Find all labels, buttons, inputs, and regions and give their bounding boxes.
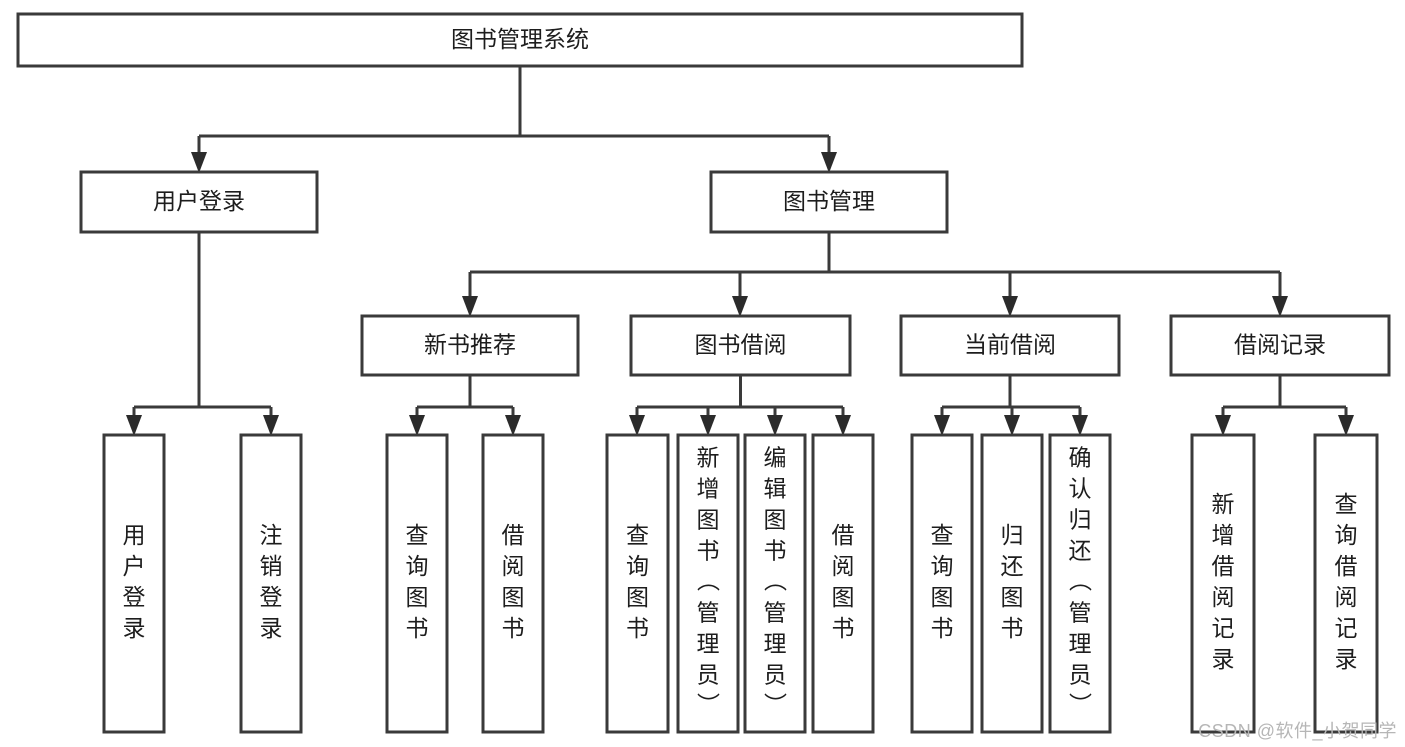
arrow-head-icon [126,415,142,436]
node-label-leaf-query-book-b: 查询图书 [626,522,649,641]
node-box-leaf-add-book[interactable] [676,433,740,734]
node-label-user-login: 用户登录 [153,188,245,214]
node-label-current-borrow: 当前借阅 [964,332,1056,358]
node-box-leaf-query-book-b[interactable] [605,433,670,734]
node-label-leaf-user-login: 用户登录 [123,522,146,641]
node-label-leaf-borrow-book-b: 借阅图书 [832,522,855,641]
node-label-leaf-query-book-a: 查询图书 [406,522,429,641]
node-leaf-return-book[interactable]: 归还图书 [980,433,1044,734]
node-box-leaf-query-book-c[interactable] [910,433,974,734]
node-box-book-borrow[interactable] [629,314,852,377]
connector-group-userlogin-to-leaves [126,232,279,436]
node-box-leaf-confirm-return[interactable] [1048,433,1112,734]
node-leaf-borrow-book-b[interactable]: 借阅图书 [811,433,875,734]
node-leaf-add-book[interactable]: 新增图书（管理员） [676,433,740,734]
arrow-head-icon [505,415,521,436]
node-new-book-rec[interactable]: 新书推荐 [360,314,580,377]
watermark-text: CSDN @软件_小贺同学 [1198,721,1397,741]
node-label-book-borrow: 图书借阅 [695,332,787,358]
node-leaf-logout[interactable]: 注销登录 [239,433,303,734]
node-box-leaf-borrow-book-a[interactable] [481,433,545,734]
node-box-leaf-user-login[interactable] [102,433,166,734]
node-label-leaf-add-record: 新增借阅记录 [1212,491,1235,672]
node-box-leaf-add-record[interactable] [1190,433,1256,734]
arrow-head-icon [767,415,783,436]
arrow-head-icon [1072,415,1088,436]
arrow-head-icon [1002,296,1018,317]
node-box-new-book-rec[interactable] [360,314,580,377]
node-label-leaf-confirm-return: 确认归还（管理员） [1069,445,1093,719]
node-box-root[interactable] [16,12,1024,68]
connector-group-newbook-to-leaves [409,375,521,436]
connector-group-borrowrecord-to-leaves [1215,375,1354,436]
connector-group-bookborrow-to-leaves [629,375,851,436]
node-user-login[interactable]: 用户登录 [79,170,319,234]
arrow-head-icon [934,415,950,436]
node-book-manage[interactable]: 图书管理 [709,170,949,234]
connector-group-currentborrow-to-leaves [934,375,1088,436]
node-label-leaf-query-record: 查询借阅记录 [1335,491,1358,672]
node-box-current-borrow[interactable] [899,314,1121,377]
arrow-head-icon [732,296,748,317]
node-root[interactable]: 图书管理系统 [16,12,1024,68]
nodes-layer: 图书管理系统用户登录图书管理新书推荐图书借阅当前借阅借阅记录用户登录注销登录查询… [16,12,1391,734]
node-book-borrow[interactable]: 图书借阅 [629,314,852,377]
arrow-head-icon [1215,415,1231,436]
node-leaf-edit-book[interactable]: 编辑图书（管理员） [743,433,807,734]
node-label-leaf-borrow-book-a: 借阅图书 [502,522,525,641]
arrow-head-icon [409,415,425,436]
arrow-head-icon [835,415,851,436]
node-leaf-query-record[interactable]: 查询借阅记录 [1313,433,1379,734]
arrow-head-icon [700,415,716,436]
node-label-new-book-rec: 新书推荐 [424,332,516,358]
arrow-head-icon [263,415,279,436]
node-current-borrow[interactable]: 当前借阅 [899,314,1121,377]
node-box-leaf-logout[interactable] [239,433,303,734]
arrow-head-icon [1338,415,1354,436]
node-leaf-query-book-a[interactable]: 查询图书 [385,433,449,734]
node-label-leaf-edit-book: 编辑图书（管理员） [764,445,788,719]
arrow-head-icon [462,296,478,317]
arrow-head-icon [1272,296,1288,317]
node-leaf-user-login[interactable]: 用户登录 [102,433,166,734]
arrow-head-icon [629,415,645,436]
node-box-leaf-return-book[interactable] [980,433,1044,734]
node-label-root: 图书管理系统 [451,26,589,52]
node-label-leaf-logout: 注销登录 [260,522,283,641]
node-leaf-confirm-return[interactable]: 确认归还（管理员） [1048,433,1112,734]
arrow-head-icon [1004,415,1020,436]
node-box-book-manage[interactable] [709,170,949,234]
node-box-leaf-borrow-book-b[interactable] [811,433,875,734]
node-box-leaf-query-record[interactable] [1313,433,1379,734]
connector-group-bookmanage-to-level3 [462,232,1288,317]
node-label-book-manage: 图书管理 [783,188,875,214]
arrow-head-icon [191,152,207,173]
node-leaf-add-record[interactable]: 新增借阅记录 [1190,433,1256,734]
node-label-leaf-return-book: 归还图书 [1001,522,1024,641]
node-leaf-query-book-b[interactable]: 查询图书 [605,433,670,734]
node-box-leaf-edit-book[interactable] [743,433,807,734]
node-box-leaf-query-book-a[interactable] [385,433,449,734]
connector-group-root-to-level2 [191,66,837,173]
node-label-leaf-add-book: 新增图书（管理员） [697,445,721,719]
node-leaf-query-book-c[interactable]: 查询图书 [910,433,974,734]
node-box-borrow-record[interactable] [1169,314,1391,377]
connectors-layer [126,66,1354,436]
arrow-head-icon [821,152,837,173]
node-box-user-login[interactable] [79,170,319,234]
node-borrow-record[interactable]: 借阅记录 [1169,314,1391,377]
node-leaf-borrow-book-a[interactable]: 借阅图书 [481,433,545,734]
node-label-leaf-query-book-c: 查询图书 [931,522,954,641]
node-label-borrow-record: 借阅记录 [1234,332,1326,358]
